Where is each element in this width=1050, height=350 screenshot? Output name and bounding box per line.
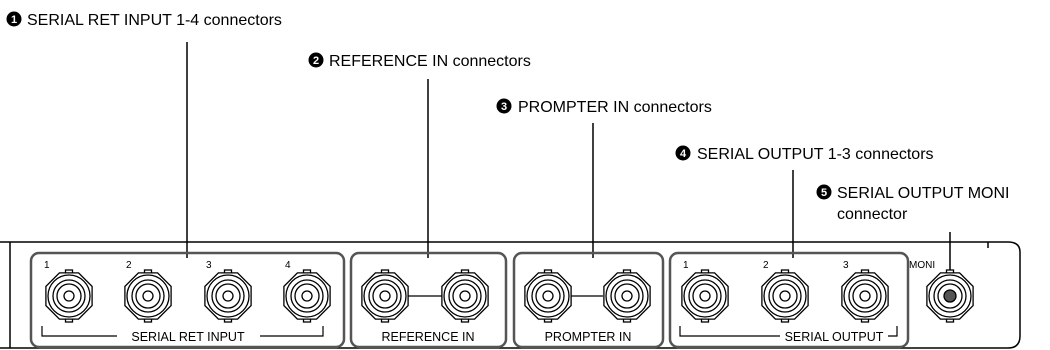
port-number: 3 (843, 260, 849, 271)
connector-pin (699, 290, 711, 302)
callout-number-badge (6, 11, 22, 27)
port-number: 4 (285, 260, 291, 271)
callout-number-badge (816, 184, 832, 200)
panel-right-edge (988, 241, 1021, 349)
connector-pin (459, 290, 471, 302)
port-number: 3 (206, 260, 212, 271)
reference-in-group (349, 251, 508, 349)
callout-2: 2 REFERENCE IN connectors (308, 52, 531, 70)
callout-4: 4 SERIAL OUTPUT 1-3 connectors (675, 145, 934, 163)
connector-pin (779, 290, 791, 302)
callout-1: 1 SERIAL RET INPUT 1-4 connectors (6, 11, 282, 29)
connector-pin (859, 290, 871, 302)
prompter-in-1-connector[interactable] (524, 269, 572, 323)
callout-3: 3 PROMPTER IN connectors (496, 98, 712, 116)
serial-output-bracket-right (888, 326, 898, 337)
serial-output-label: SERIAL OUTPUT (785, 330, 884, 344)
prompter-in-group (512, 251, 665, 349)
callout-number: 4 (680, 148, 687, 160)
callout-number-badge (496, 98, 512, 114)
serial-output-group (668, 251, 910, 349)
leader-lines (186, 42, 951, 293)
connectors (45, 269, 974, 323)
connector-pin (63, 290, 75, 302)
callout-number-badge (308, 52, 324, 68)
prompter-in-label: PROMPTER IN (545, 330, 632, 344)
prompter-in-2-connector[interactable] (603, 269, 651, 323)
callout-label-line2: connector (837, 206, 908, 223)
connector-pin (542, 290, 554, 302)
callout-label: REFERENCE IN connectors (329, 53, 531, 70)
callout-number: 1 (11, 14, 17, 26)
serial-output-3-connector[interactable] (841, 269, 889, 323)
connector-pin (142, 290, 154, 302)
callout-number: 2 (313, 55, 319, 67)
port-number: 1 (44, 260, 50, 271)
connector-pin (222, 290, 234, 302)
serial-output-1-connector[interactable] (681, 269, 729, 323)
connector-pin (301, 290, 313, 302)
port-number: 2 (763, 260, 769, 271)
group-brackets (41, 295, 898, 337)
serial-ret-input-4-connector[interactable] (283, 269, 331, 323)
serial-ret-input-2-connector[interactable] (124, 269, 172, 323)
serial-ret-input-3-connector[interactable] (204, 269, 252, 323)
callout-number: 5 (821, 187, 827, 199)
reference-in-1-connector[interactable] (361, 269, 409, 323)
moni-label: MONI (909, 260, 935, 271)
serial-output-2-connector[interactable] (761, 269, 809, 323)
group-boxes (29, 251, 910, 349)
callout-label-line1: SERIAL OUTPUT MONI (837, 185, 1009, 202)
callout-number-badge (675, 145, 691, 161)
callout-number: 3 (501, 101, 507, 113)
serial-output-moni-connector[interactable] (926, 269, 974, 323)
connector-pin (943, 289, 957, 303)
reference-in-label: REFERENCE IN (381, 330, 474, 344)
serial-ret-input-bracket-left (41, 326, 117, 337)
serial-ret-input-group (29, 251, 346, 349)
callout-5: 5 SERIAL OUTPUT MONI connector (816, 184, 1009, 223)
serial-ret-input-bracket-right (260, 326, 324, 337)
serial-ret-input-label: SERIAL RET INPUT (131, 330, 245, 344)
connector-pin (379, 290, 391, 302)
callout-label: SERIAL OUTPUT 1-3 connectors (697, 146, 934, 163)
callout-label: PROMPTER IN connectors (518, 99, 712, 116)
port-number: 2 (126, 260, 132, 271)
serial-ret-input-1-connector[interactable] (45, 269, 93, 323)
reference-in-2-connector[interactable] (441, 269, 489, 323)
connector-pin (621, 290, 633, 302)
port-number: 1 (683, 260, 689, 271)
serial-output-bracket-left (679, 326, 780, 337)
callout-label: SERIAL RET INPUT 1-4 connectors (27, 12, 282, 29)
